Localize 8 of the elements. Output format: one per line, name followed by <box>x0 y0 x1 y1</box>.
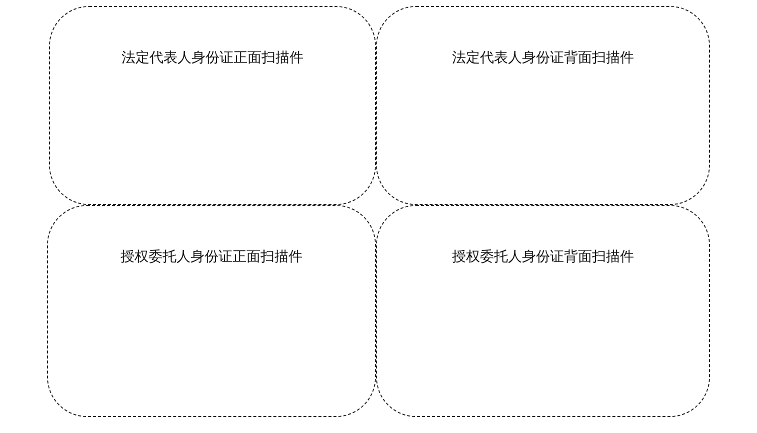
box-title: 法定代表人身份证背面扫描件 <box>452 49 634 67</box>
scan-placeholder-box <box>49 6 376 205</box>
box-title: 授权委托人身份证正面扫描件 <box>120 248 302 266</box>
box-title: 法定代表人身份证正面扫描件 <box>122 49 304 67</box>
scan-placeholder-box <box>376 6 710 205</box>
scan-placeholder-box <box>47 205 376 417</box>
scan-placeholder-box <box>376 205 710 417</box>
box-title: 授权委托人身份证背面扫描件 <box>452 248 634 266</box>
